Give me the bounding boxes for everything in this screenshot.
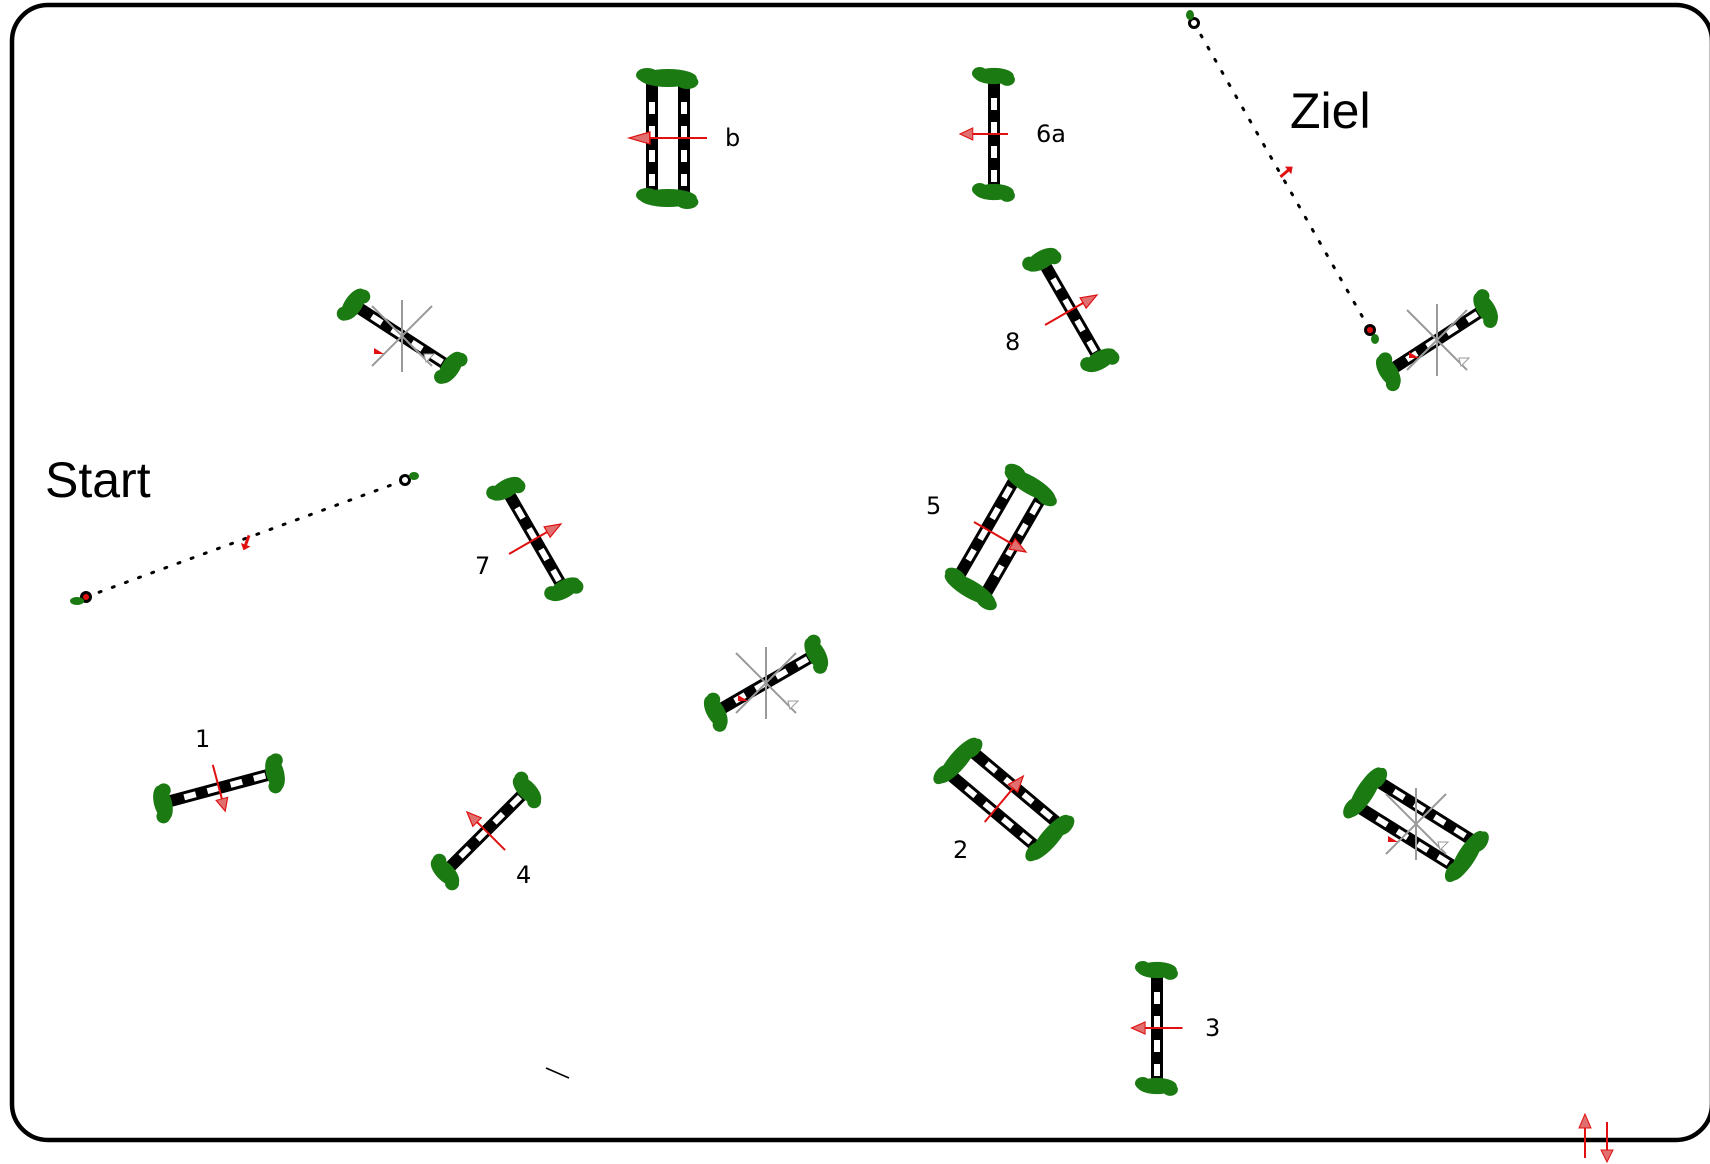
label-3: 3 [1205,1014,1220,1042]
label-6b: b [725,124,740,152]
obstacle-crossed-3 [698,632,836,734]
label-5: 5 [926,492,941,520]
obstacle-3 [1130,961,1184,1096]
obstacle-crossed-1 [334,283,470,390]
obstacle-8 [1020,242,1122,380]
start-label: Start [45,452,151,508]
label-4: 4 [516,861,531,889]
start-direction-arrow [240,534,251,551]
label-2: 2 [953,836,968,864]
label-1: 1 [195,725,210,753]
obstacle-6a [959,67,1015,202]
obstacle-6b [627,68,709,209]
stray-mark [545,1067,570,1079]
obstacle-crossed-4 [1340,761,1493,889]
start-flag-right [399,472,419,486]
obstacle-1 [148,752,290,825]
obstacle-7 [484,471,586,609]
finish-line [1186,10,1379,344]
finish-direction-arrow [1279,166,1293,179]
start-flag-left [70,591,92,605]
finish-label: Ziel [1290,83,1371,139]
direction-up-down-icon [1578,1112,1614,1164]
label-6a: 6a [1036,120,1066,148]
obstacle-crossed-2 [1370,286,1506,393]
arena-border [9,2,1710,1143]
label-8: 8 [1005,328,1020,356]
start-line [70,472,419,605]
finish-flag-bottom [1364,324,1379,344]
obstacle-5 [939,460,1064,613]
label-7: 7 [475,552,490,580]
finish-flag-top [1186,10,1200,29]
